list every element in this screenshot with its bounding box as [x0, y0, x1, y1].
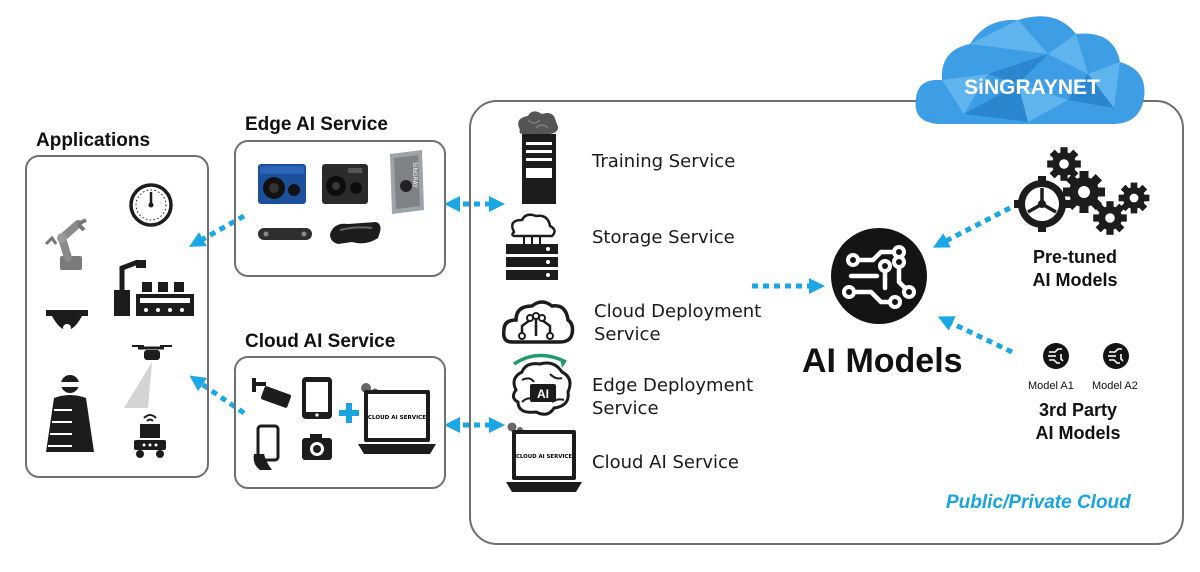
gauge-icon — [129, 183, 173, 227]
model-a2-chip-icon — [1103, 343, 1129, 369]
security-camera-icon — [252, 378, 291, 408]
edge-ai-service-box — [234, 140, 446, 277]
factory-line-icon — [114, 259, 194, 316]
arrow-pretuned-to-models — [932, 205, 1012, 248]
pretuned-gears-icon — [1014, 147, 1150, 235]
edge-stereo-camera-icon — [258, 228, 312, 240]
camera-icon — [302, 434, 332, 460]
drone-icon — [124, 345, 172, 408]
cloud-ai-service-screen-text: CLOUD AI SERVICE — [516, 454, 572, 460]
smartphone-hand-icon — [253, 424, 280, 470]
storage-server-icon — [506, 213, 558, 280]
public-private-cloud-caption: Public/Private Cloud — [946, 492, 1131, 513]
model-a1-chip-icon — [1043, 343, 1069, 369]
cloud-ai-laptop-screen-text: CLOUD AI SERVICE — [368, 415, 426, 421]
edge-ar-headset-icon — [330, 222, 381, 244]
arrow-edge-to-applications — [189, 213, 246, 247]
cloud-deployment-icon — [501, 300, 575, 344]
cloud-ai-laptop-icon: CLOUD AI SERVICE — [358, 383, 436, 454]
cloud-ai-service-box — [234, 356, 446, 489]
plus-icon — [339, 403, 359, 423]
inspector-icon — [46, 375, 94, 452]
edge-camera-brand-text: SiNGRAY — [411, 162, 418, 188]
edge-camera-blue-icon — [258, 164, 306, 204]
edge-depth-camera-icon: SiNGRAY — [390, 150, 424, 214]
cloud-ai-service-label: Cloud AI Service — [592, 452, 740, 473]
applications-title: Applications — [36, 130, 151, 151]
model-a1-label: Model A1 — [1028, 380, 1074, 392]
arrow-cloud-ai-to-applications — [189, 375, 246, 416]
training-server-icon — [518, 111, 558, 204]
third-party-models-label: 3rd Party AI Models — [1035, 400, 1121, 443]
brain-chip-text: AI — [537, 387, 549, 401]
pretuned-models-label: Pre-tuned AI Models — [1032, 247, 1118, 290]
tablet-icon — [302, 377, 332, 419]
cloud-ai-service-laptop-icon: CLOUD AI SERVICE — [506, 422, 582, 492]
robot-arm-icon — [44, 218, 87, 270]
singraynet-cloud-logo: SiNGRAYNET — [915, 16, 1145, 124]
delivery-robot-icon — [134, 414, 166, 458]
arrow-thirdparty-to-models — [937, 316, 1014, 355]
training-service-label: Training Service — [592, 151, 736, 172]
cloud-deployment-service-label: Cloud Deployment Service — [594, 301, 762, 345]
ai-models-chip-icon — [831, 228, 927, 324]
dome-camera-icon — [46, 310, 88, 332]
cloud-box — [469, 100, 1184, 545]
edge-camera-black-icon — [322, 164, 368, 204]
ai-models-title: AI Models — [802, 342, 963, 380]
edge-ai-service-title: Edge AI Service — [245, 114, 388, 135]
edge-deployment-service-label: Edge Deployment Service — [592, 375, 754, 419]
singraynet-brand-text: SiNGRAYNET — [964, 76, 1100, 99]
edge-deployment-brain-icon: AI — [511, 353, 572, 416]
cloud-ai-service-title: Cloud AI Service — [245, 331, 396, 352]
applications-box — [25, 155, 209, 478]
storage-service-label: Storage Service — [592, 227, 735, 248]
model-a2-label: Model A2 — [1092, 380, 1138, 392]
